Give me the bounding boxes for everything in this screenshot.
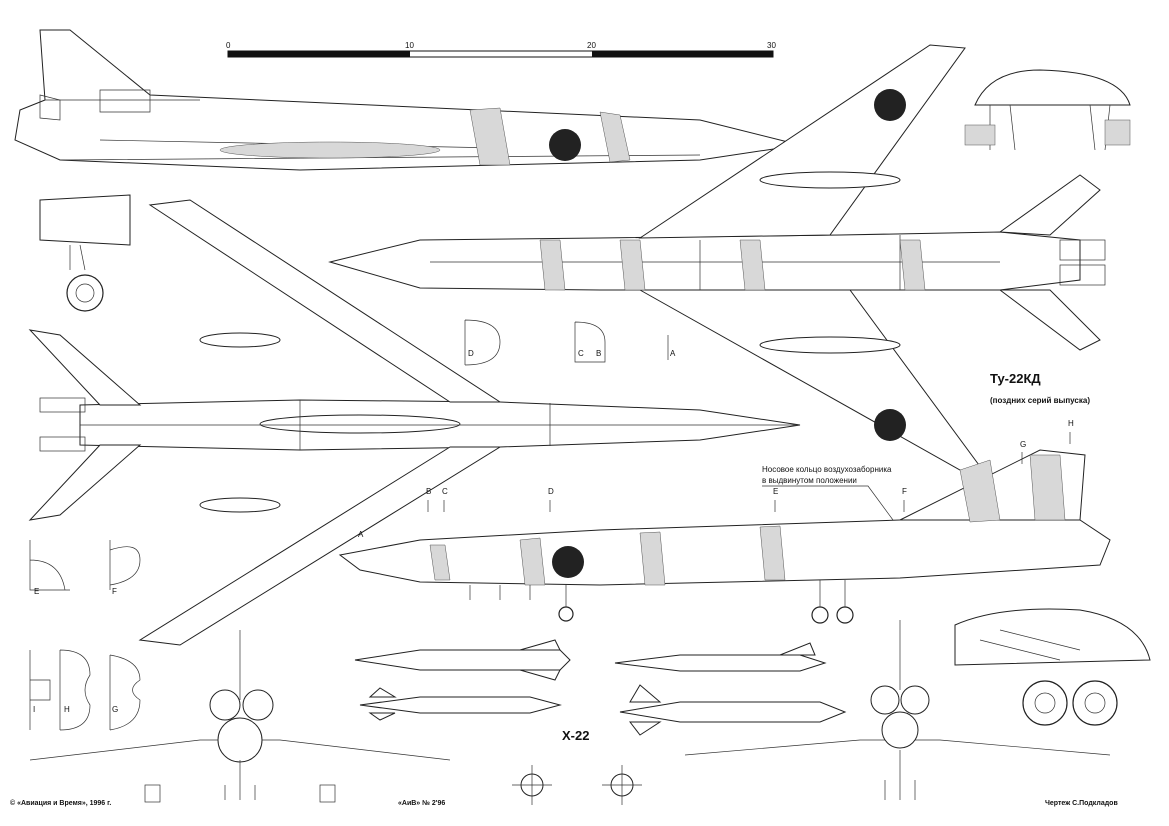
section-top-b: B bbox=[596, 349, 601, 358]
missile-views bbox=[354, 639, 847, 805]
section-side-b: B bbox=[426, 487, 431, 496]
main-gear-detail bbox=[954, 608, 1151, 726]
section-left-i: I bbox=[33, 705, 35, 714]
section-side-e: E bbox=[773, 487, 778, 496]
bottom-view bbox=[28, 199, 801, 646]
section-profiles bbox=[29, 319, 669, 731]
rear-view-right bbox=[684, 620, 1111, 800]
aircraft-subtitle: (поздних серий выпуска) bbox=[990, 396, 1090, 405]
scale-tick-30: 30 bbox=[767, 41, 776, 50]
footer-issue: «АиВ» № 2'96 bbox=[398, 799, 445, 807]
section-left-e: E bbox=[34, 587, 39, 596]
side-view-upper bbox=[14, 29, 801, 171]
section-top-c: C bbox=[578, 349, 584, 358]
section-side-h: H bbox=[1068, 419, 1074, 428]
section-left-f: F bbox=[112, 587, 117, 596]
roundel-top-right-wing bbox=[874, 89, 906, 121]
aircraft-name: Ту-22КД bbox=[990, 371, 1041, 386]
main-wheel-right bbox=[836, 606, 854, 624]
section-side-f: F bbox=[902, 487, 907, 496]
section-markers bbox=[427, 432, 1071, 512]
missile-name: Х-22 bbox=[562, 728, 589, 743]
roundel-upper-side bbox=[549, 129, 581, 161]
nose-gear-detail bbox=[39, 194, 131, 312]
roundel-lower-side bbox=[552, 546, 584, 578]
scale-tick-0: 0 bbox=[226, 41, 231, 50]
callout-line-2: в выдвинутом положении bbox=[762, 476, 857, 485]
section-side-c: C bbox=[442, 487, 448, 496]
main-wheel-left bbox=[811, 606, 829, 624]
section-side-a: A bbox=[358, 530, 364, 539]
nose-wheel bbox=[558, 606, 574, 622]
roundel-top-left-wing bbox=[874, 409, 906, 441]
canopy-detail bbox=[964, 69, 1131, 151]
footer-author: Чертеж С.Подкладов bbox=[1045, 800, 1118, 807]
scale-tick-20: 20 bbox=[587, 41, 596, 50]
scale-tick-10: 10 bbox=[405, 41, 414, 50]
section-side-g: G bbox=[1020, 440, 1026, 449]
top-view bbox=[328, 44, 1106, 481]
section-top-a: A bbox=[670, 349, 676, 358]
scale-bar: 0 10 20 30 bbox=[226, 41, 776, 58]
intake-callout: Носовое кольцо воздухозаборника в выдвин… bbox=[762, 465, 894, 521]
footer-copyright: © «Авиация и Время», 1996 г. bbox=[10, 799, 111, 807]
section-side-d: D bbox=[548, 487, 554, 496]
callout-line-1: Носовое кольцо воздухозаборника bbox=[762, 465, 892, 474]
section-left-g: G bbox=[112, 705, 118, 714]
side-view-lower bbox=[338, 449, 1111, 624]
section-letters: D C B A A B C D E F G H E F I H G bbox=[33, 349, 1074, 714]
front-view-left bbox=[29, 630, 451, 803]
section-top-d: D bbox=[468, 349, 474, 358]
section-left-h: H bbox=[64, 705, 70, 714]
